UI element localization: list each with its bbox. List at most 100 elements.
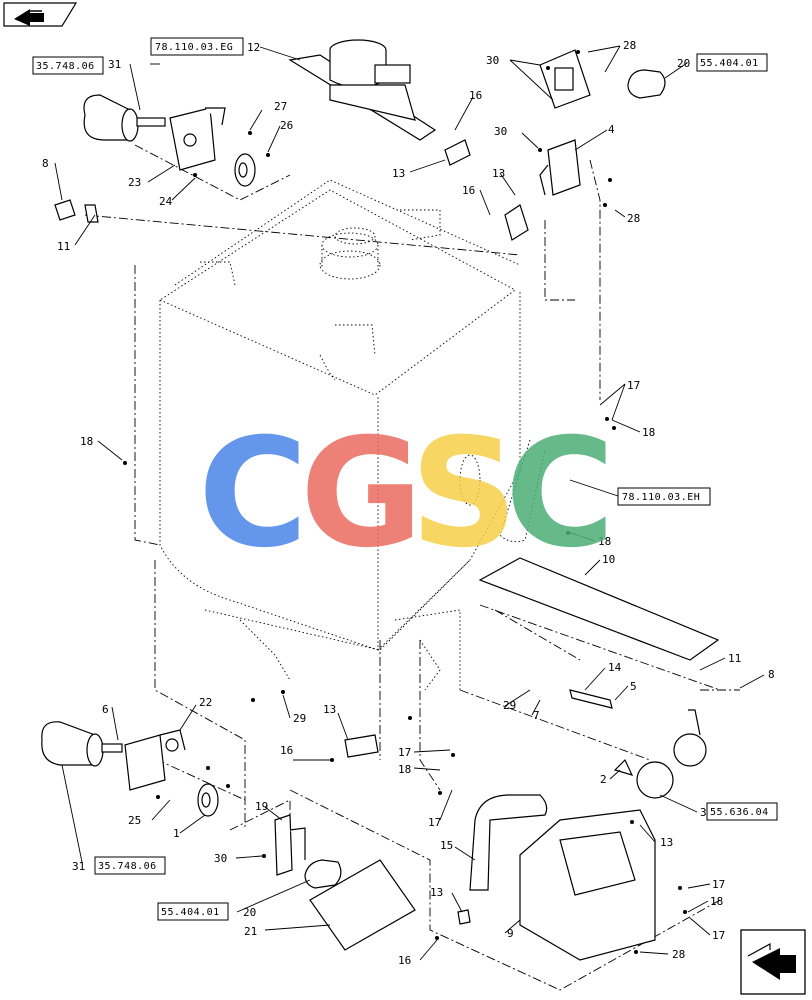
callout-27: 27: [274, 100, 287, 113]
part-20-lower-cap: [304, 859, 342, 889]
callout-14: 14: [608, 661, 622, 674]
callout-2: 2: [600, 773, 607, 786]
callout-30: 30: [494, 125, 507, 138]
callout-13: 13: [660, 836, 673, 849]
callout-30: 30: [486, 54, 499, 67]
svg-text:35.748.06: 35.748.06: [36, 61, 95, 72]
watermark-logo: C G S C: [198, 407, 615, 581]
callout-numbers: 12 16 28 30 20 31 27 26 23 24 8 11 13 4 …: [42, 39, 775, 967]
callout-13: 13: [323, 703, 336, 716]
callout-18: 18: [642, 426, 655, 439]
svg-text:55.636.04: 55.636.04: [710, 807, 769, 818]
svg-text:78.110.03.EH: 78.110.03.EH: [622, 492, 700, 503]
assembly-lines: [84, 144, 740, 991]
callout-31: 31: [108, 58, 121, 71]
part-8-clip: [54, 199, 99, 223]
callout-4: 4: [608, 123, 615, 136]
callout-9: 9: [507, 927, 514, 940]
ref-box-78-110-03-eh[interactable]: 78.110.03.EH: [617, 487, 711, 506]
watermark-letter-c1: C: [198, 407, 308, 581]
callout-28: 28: [672, 948, 685, 961]
callout-3: 3: [700, 806, 707, 819]
part-26-sprocket: [234, 153, 256, 187]
ref-box-35-748-06-bottom[interactable]: 35.748.06: [94, 856, 166, 875]
callout-17: 17: [428, 816, 441, 829]
ref-box-55-636-04[interactable]: 55.636.04: [706, 802, 778, 821]
callout-19: 19: [255, 800, 268, 813]
ref-box-78-110-03-eg[interactable]: 78.110.03.EG: [150, 37, 244, 56]
forward-arrow-icon[interactable]: [3, 2, 78, 27]
callout-8: 8: [42, 157, 49, 170]
callout-17: 17: [712, 929, 725, 942]
ref-box-55-404-01-top[interactable]: 55.404.01: [696, 53, 768, 72]
part-14-pin: [569, 689, 613, 709]
callout-20: 20: [243, 906, 256, 919]
svg-text:55.404.01: 55.404.01: [161, 907, 220, 918]
callout-1: 1: [173, 827, 180, 840]
ref-box-35-748-06-top[interactable]: 35.748.06: [32, 56, 104, 75]
part-19-bracket: [274, 814, 306, 876]
watermark-letter-c2: C: [505, 407, 615, 581]
callout-24: 24: [159, 195, 173, 208]
part-20-cap: [627, 69, 666, 99]
callout-16: 16: [469, 89, 482, 102]
part-15-handle: [469, 794, 548, 891]
callout-5: 5: [630, 680, 637, 693]
callout-31: 31: [72, 860, 85, 873]
part-12-motor-bracket: [288, 39, 437, 141]
callout-13: 13: [392, 167, 405, 180]
callout-12: 12: [247, 41, 260, 54]
callout-25: 25: [128, 814, 141, 827]
callout-18: 18: [710, 895, 723, 908]
next-page-arrow-icon[interactable]: [740, 929, 806, 995]
callout-29: 29: [293, 712, 306, 725]
part-13-lower-latch: [344, 734, 471, 925]
callout-16: 16: [462, 184, 475, 197]
svg-text:78.110.03.EG: 78.110.03.EG: [155, 42, 233, 53]
callout-17: 17: [398, 746, 411, 759]
callout-8: 8: [768, 668, 775, 681]
fasteners: [123, 50, 687, 954]
hopper-outline: [159, 179, 546, 691]
callout-17: 17: [712, 878, 725, 891]
svg-text:35.748.06: 35.748.06: [98, 861, 157, 872]
part-13-latch: [444, 139, 529, 241]
watermark-letter-g: G: [300, 407, 423, 581]
callout-21: 21: [244, 925, 257, 938]
callout-15: 15: [440, 839, 453, 852]
callout-13: 13: [492, 167, 505, 180]
part-22-lower-bracket: [124, 729, 186, 791]
part-1-sprocket: [197, 783, 219, 817]
callout-18: 18: [398, 763, 411, 776]
callout-7: 7: [533, 709, 540, 722]
part-9-housing: [519, 809, 656, 961]
callout-6: 6: [102, 703, 109, 716]
part-21-plate: [309, 859, 416, 951]
part-31-upper-gear-motor: [83, 94, 166, 142]
callout-11: 11: [728, 652, 741, 665]
callout-26: 26: [280, 119, 293, 132]
callout-16: 16: [398, 954, 411, 967]
callout-28: 28: [627, 212, 640, 225]
callout-18: 18: [80, 435, 93, 448]
callout-18: 18: [598, 535, 611, 548]
part-4-bracket: [539, 139, 581, 196]
callout-17: 17: [627, 379, 640, 392]
callout-30: 30: [214, 852, 227, 865]
part-31-lower-gear-motor: [41, 721, 123, 767]
callout-13: 13: [430, 886, 443, 899]
watermark-letter-s: S: [410, 407, 518, 581]
callout-28: 28: [623, 39, 636, 52]
ref-box-55-404-01-bottom[interactable]: 55.404.01: [157, 902, 229, 921]
leader-lines: [54, 45, 765, 961]
callout-16: 16: [280, 744, 293, 757]
part-3-lamp: [613, 709, 707, 799]
callout-29: 29: [503, 699, 516, 712]
svg-text:55.404.01: 55.404.01: [700, 58, 759, 69]
callout-11: 11: [57, 240, 70, 253]
callout-22: 22: [199, 696, 212, 709]
part-28-plate: [539, 49, 591, 109]
callout-20: 20: [677, 57, 690, 70]
part-23-bracket: [169, 107, 226, 171]
